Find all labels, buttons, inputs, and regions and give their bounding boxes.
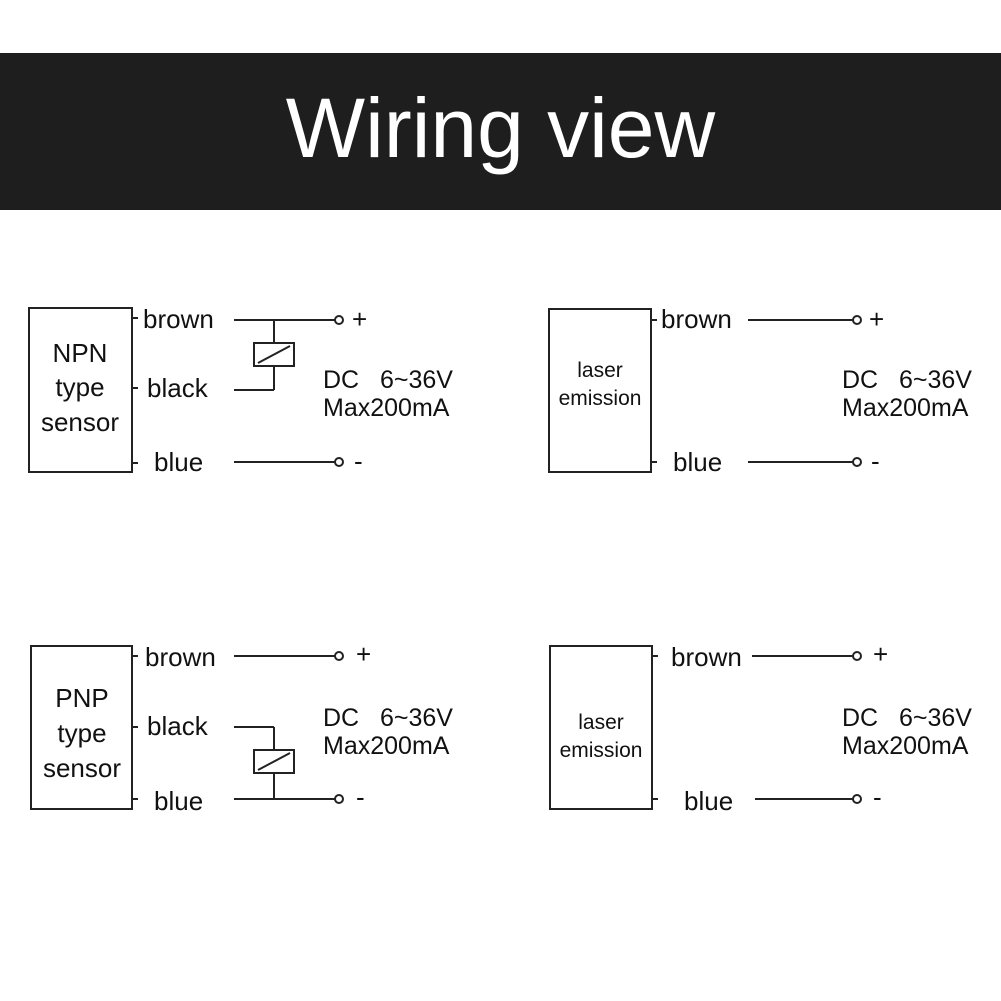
- page-title: Wiring view: [285, 81, 716, 175]
- laser-top-box-line-1: laser: [577, 359, 623, 382]
- laser-bottom-box: [549, 645, 653, 810]
- laser-bottom-minus-label: -: [873, 782, 882, 812]
- pnp-supply-voltage: DC 6~36V: [323, 704, 453, 732]
- pnp-minus-label: -: [356, 782, 365, 812]
- laser-bottom-box-line-1: laser: [578, 711, 624, 734]
- pnp-terminal-minus: [334, 794, 344, 804]
- npn-black-label: black: [147, 373, 209, 403]
- laser-top-minus-label: -: [871, 446, 880, 476]
- laser-bottom-supply-current: Max200mA: [842, 732, 969, 760]
- laser-bottom-box-line-2: emission: [560, 739, 643, 762]
- laser-top-plus-label: +: [869, 304, 884, 334]
- laser-bottom-terminal-plus: [852, 651, 862, 661]
- pnp-terminal-plus: [334, 651, 344, 661]
- npn-relay-diagonal: [257, 345, 291, 364]
- npn-terminal-plus: [334, 315, 344, 325]
- npn-supply-voltage: DC 6~36V: [323, 366, 453, 394]
- pnp-plus-label: +: [356, 639, 371, 669]
- laser-bottom-diagram: [549, 645, 862, 810]
- npn-box-line-1: NPN: [53, 338, 108, 368]
- npn-blue-label: blue: [154, 447, 203, 477]
- pnp-relay-coil: [253, 749, 295, 774]
- laser-bottom-supply-voltage: DC 6~36V: [842, 704, 972, 732]
- title-banner: Wiring view: [0, 53, 1001, 210]
- npn-box-line-3: sensor: [41, 407, 119, 437]
- laser-top-blue-label: blue: [673, 447, 722, 477]
- npn-supply-current: Max200mA: [323, 394, 450, 422]
- pnp-box-line-2: type: [57, 718, 106, 748]
- laser-top-terminal-plus: [852, 315, 862, 325]
- npn-plus-label: +: [352, 304, 367, 334]
- npn-sensor-box: [28, 307, 133, 473]
- laser-top-box-line-2: emission: [559, 387, 642, 410]
- pnp-diagram: [30, 645, 344, 810]
- npn-terminal-minus: [334, 457, 344, 467]
- laser-top-box: [548, 308, 652, 473]
- pnp-box-line-1: PNP: [55, 683, 108, 713]
- laser-top-supply-current: Max200mA: [842, 394, 969, 422]
- laser-top-supply-voltage: DC 6~36V: [842, 366, 972, 394]
- laser-bottom-plus-label: +: [873, 639, 888, 669]
- laser-top-brown-label: brown: [661, 304, 732, 334]
- npn-diagram: [28, 307, 344, 473]
- laser-top-diagram: [548, 308, 862, 473]
- pnp-box-line-3: sensor: [43, 753, 121, 783]
- pnp-supply-current: Max200mA: [323, 732, 450, 760]
- npn-brown-label: brown: [143, 304, 214, 334]
- pnp-relay-diagonal: [257, 752, 291, 771]
- pnp-black-label: black: [147, 711, 209, 741]
- npn-relay-coil: [253, 342, 295, 367]
- laser-top-terminal-minus: [852, 457, 862, 467]
- laser-bottom-blue-label: blue: [684, 786, 733, 816]
- npn-box-line-2: type: [55, 372, 104, 402]
- pnp-blue-label: blue: [154, 786, 203, 816]
- pnp-brown-label: brown: [145, 642, 216, 672]
- npn-minus-label: -: [354, 446, 363, 476]
- laser-bottom-brown-label: brown: [671, 642, 742, 672]
- laser-bottom-terminal-minus: [852, 794, 862, 804]
